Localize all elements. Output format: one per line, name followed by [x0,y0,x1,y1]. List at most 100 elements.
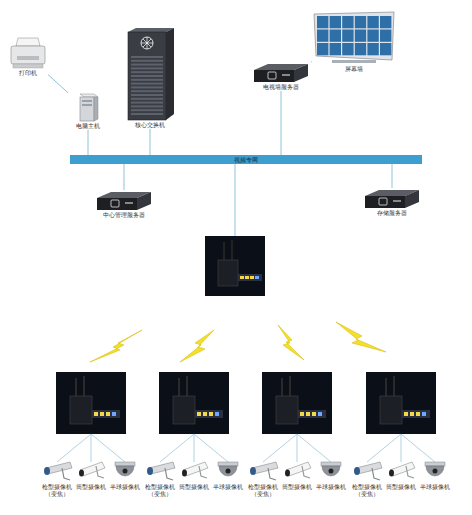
rack-logo [141,37,153,49]
device-node: 电视墙服务器 [250,62,312,91]
server-side [294,64,308,82]
dome-icon [108,458,142,484]
device-label: 枪型摄像机（变焦） [40,484,74,498]
gun-lens [354,467,360,475]
bridge-port [416,412,420,416]
camera-wire [401,434,402,462]
device-label: 半球摄像机 [211,484,245,491]
device-node: 半球摄像机 [314,458,348,491]
server-icon [250,62,312,84]
device-node: 半球摄像机 [211,458,245,491]
server-logo [379,198,387,205]
rack-unit [131,79,163,81]
server-side [137,192,151,210]
antenna [281,378,283,398]
gun-bracket [62,468,70,480]
device-label: 核心交换机 [122,122,178,129]
camera-wire [91,434,92,462]
antenna [75,378,77,398]
server-led [393,200,401,202]
camera-wire [367,434,401,462]
paper-tray [16,38,40,46]
wall-screen [317,16,328,28]
dome-cover [322,466,340,476]
bridge-photo-bg [366,372,436,434]
device-node: 筒型摄像机 [177,458,211,491]
rack-unit [131,56,163,58]
dome-base [425,462,445,466]
tower-front [80,97,94,121]
tube-body [183,462,208,476]
antenna [223,242,225,262]
device-node: 枪型摄像机（变焦） [40,458,74,498]
network-link [124,164,125,190]
camera-wire [263,434,297,462]
device-node: 核心交换机 [122,26,178,129]
wall-screen [342,16,353,28]
drive-bay [82,104,92,106]
device-node: 枪型摄像机（变焦） [246,458,280,498]
bridge-body [380,396,402,424]
dome-cover [116,466,134,476]
gun-bracket [165,468,173,480]
network-link [392,164,393,188]
rack-unit [131,109,163,111]
wall-screen [367,16,378,28]
device-label: 电脑主机 [68,123,108,130]
antenna [289,376,291,398]
gun-icon [246,458,280,484]
rack-unit [131,113,163,115]
tower-top [80,94,98,97]
rack-side [166,28,174,120]
bridge-body [173,396,195,424]
printer-base [13,64,43,68]
dome-icon [211,458,245,484]
bridge-port [215,412,219,416]
device-node: 电脑主机 [68,92,108,130]
bridge-port [255,276,259,279]
device-label: 存储服务器 [360,210,424,217]
bridge-port [245,276,249,279]
bridge-port-panel [92,410,120,418]
bridge-port [112,412,116,416]
rack-unit [131,98,163,100]
bridge-photo-bg [262,372,332,434]
bridge-port [203,412,207,416]
bridge-port [404,412,408,416]
gun-icon [350,458,384,484]
device-node: 筒型摄像机 [280,458,314,491]
bridge-port [422,412,426,416]
wall-screen [355,30,366,42]
camera-wire [194,434,228,462]
bridge-port-panel [238,274,262,281]
rack-unit [131,105,163,107]
rack-unit [131,67,163,69]
tube-lens [285,470,290,477]
device-label: 筒型摄像机 [74,484,108,491]
device-label: 视频专网 [234,157,258,163]
paper-slot [17,56,39,60]
rack-unit [131,64,163,66]
server-front [254,70,294,82]
printer-icon [8,36,48,70]
dome-cover [219,466,237,476]
wall-base [332,60,376,63]
camera-wire [194,434,195,462]
device-label: 筒型摄像机 [177,484,211,491]
rack-unit [131,94,163,96]
tube-body [80,462,105,476]
antenna [178,378,180,398]
rack-icon [122,26,178,122]
device-node: 半球摄像机 [418,458,452,491]
wall-screen [330,43,341,55]
gun-housing [46,462,72,474]
tube-lens [79,470,84,477]
wall-screen [367,30,378,42]
bridge-port [197,412,201,416]
server-icon [361,188,423,210]
tube-bracket [302,466,310,478]
antenna [83,376,85,398]
wall-frame [314,12,394,60]
bridge-port [240,276,244,279]
